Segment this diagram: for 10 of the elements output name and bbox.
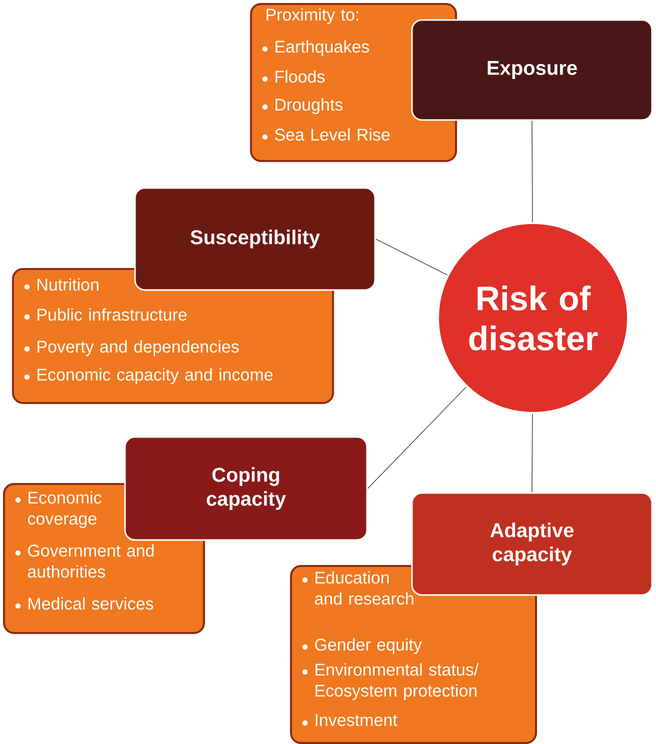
connector-line <box>375 238 448 276</box>
list-box: Nutrition Public infrastructure Poverty and dependencies Economic capacity and income <box>12 268 334 404</box>
connector-line <box>367 386 467 489</box>
heading-box: Susceptibility <box>134 187 376 291</box>
heading-box: Exposure <box>411 19 653 121</box>
connector-line <box>532 414 533 493</box>
connector-line <box>532 120 533 222</box>
heading-box: Coping capacity <box>124 436 368 541</box>
list-box: Education and research Gender equity Environmental status/ Ecosystem protection Investment <box>290 565 537 744</box>
heading-box: Adaptive capacity <box>411 492 653 596</box>
